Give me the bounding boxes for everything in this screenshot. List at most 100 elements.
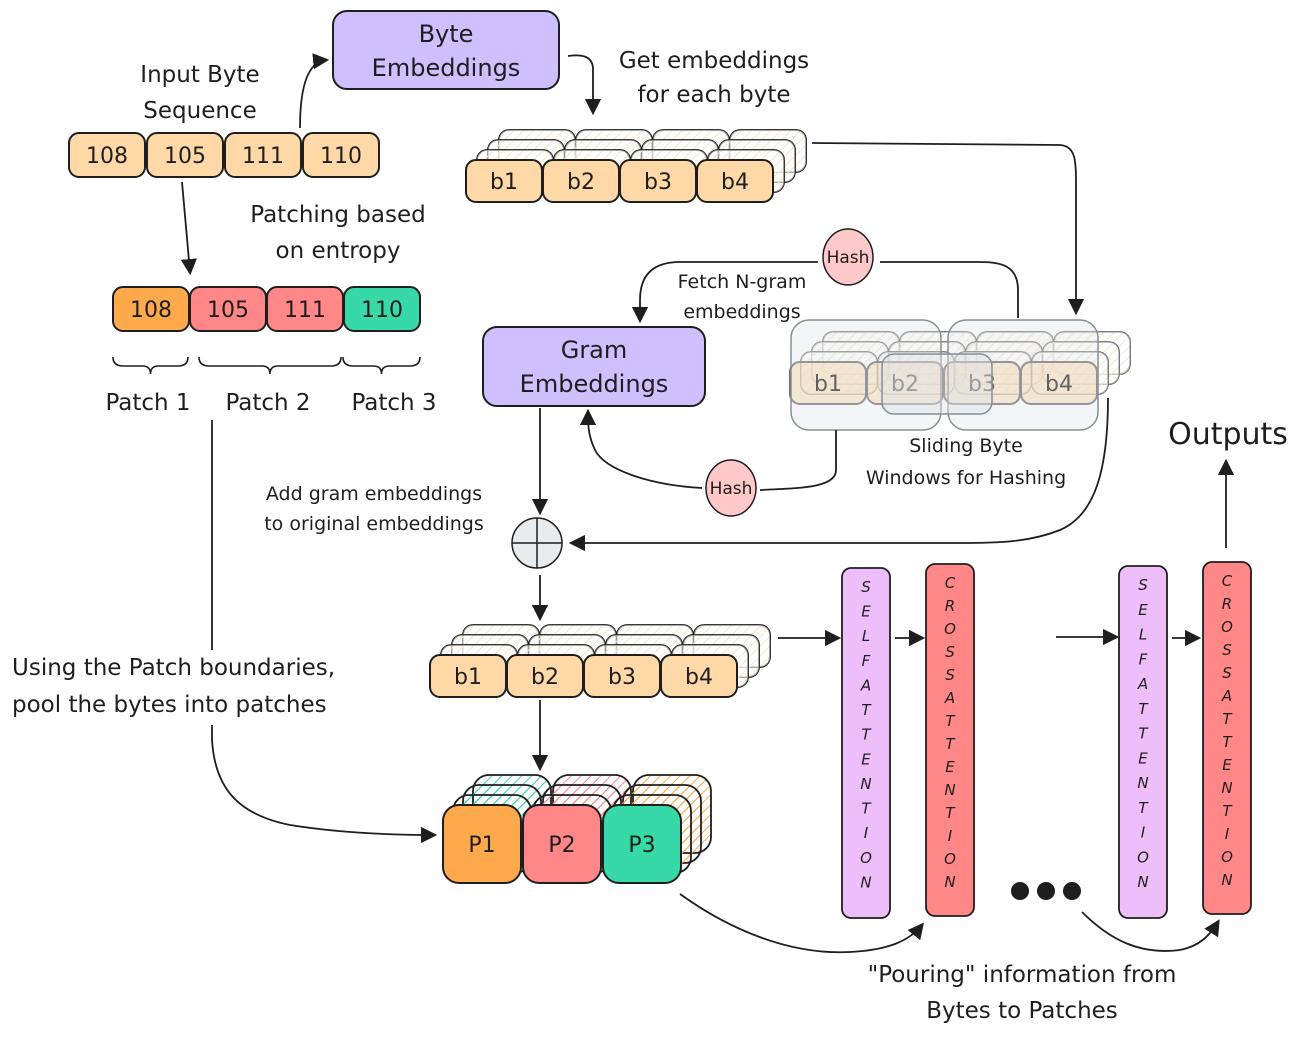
byte-embedding-label: b3 xyxy=(644,170,672,195)
attention-letter: N xyxy=(944,873,955,891)
byte-embedding: b2 xyxy=(866,361,944,405)
byte-embedding: b1 xyxy=(789,361,867,405)
attention-letter: O xyxy=(944,850,956,868)
attention-letter: N xyxy=(1221,779,1232,797)
attention-letter: T xyxy=(1222,802,1233,820)
byte-embedding: b2 xyxy=(542,159,620,203)
outputs-label: Outputs xyxy=(1168,417,1288,452)
svg-text:pool the bytes into patches: pool the bytes into patches xyxy=(12,692,327,718)
svg-text:Hash: Hash xyxy=(827,248,870,268)
attention-letter: N xyxy=(944,781,955,799)
byte-embedding: b3 xyxy=(619,159,697,203)
patch-label: P3 xyxy=(628,833,655,858)
byte-embedding: b1 xyxy=(429,654,507,698)
attention-letter: N xyxy=(860,873,871,891)
byte-embedding-label: b4 xyxy=(721,170,749,195)
patch-label: Patch 3 xyxy=(351,390,436,416)
attention-letter: T xyxy=(945,804,956,822)
byte-embedding: b4 xyxy=(660,654,738,698)
byte-embedding: b2 xyxy=(506,654,584,698)
patch-brace xyxy=(342,356,421,375)
arrow-hash-to-gram-bottom xyxy=(579,408,703,489)
input-byte-label: 110 xyxy=(320,144,362,169)
patch-brace xyxy=(198,356,342,375)
arrow-hash-to-gram xyxy=(631,261,818,324)
svg-text:Sequence: Sequence xyxy=(143,98,256,124)
patch-brace xyxy=(112,356,189,375)
attention-letter: C xyxy=(945,574,956,592)
svg-text:Fetch N-gram: Fetch N-gram xyxy=(678,271,807,293)
patched-byte: 111 xyxy=(266,286,344,332)
svg-text:Sliding Byte: Sliding Byte xyxy=(909,435,1023,457)
attention-letter: I xyxy=(1141,824,1146,842)
attention-letter: A xyxy=(1137,675,1148,693)
attention-letter: N xyxy=(1221,871,1232,889)
input-byte: 108 xyxy=(68,132,146,178)
line-window-to-hash-top xyxy=(880,261,1019,318)
byte-embeddings-box: Byte Embeddings xyxy=(332,10,560,90)
patch: P2 xyxy=(522,804,602,884)
attention-letter: S xyxy=(945,666,955,684)
svg-text:Embeddings: Embeddings xyxy=(520,370,669,398)
svg-text:Gram: Gram xyxy=(561,336,628,364)
byte-embedding-label: b2 xyxy=(531,665,559,690)
patch-label: P2 xyxy=(548,833,575,858)
input-byte-label: 111 xyxy=(242,144,284,169)
svg-text:Input Byte: Input Byte xyxy=(140,62,259,88)
input-byte-label: 108 xyxy=(86,144,128,169)
patched-byte: 110 xyxy=(343,286,421,332)
arrow-original-to-plus xyxy=(568,397,1109,552)
ellipsis-icon xyxy=(1011,882,1081,900)
byte-embedding-label: b4 xyxy=(685,665,713,690)
input-sequence-label: Input Byte Sequence xyxy=(140,62,259,124)
input-byte: 110 xyxy=(302,132,380,178)
arrow-patch-boundaries-to-patches xyxy=(211,420,438,844)
sliding-window-overlays xyxy=(790,319,1099,431)
attention-letter: O xyxy=(1221,618,1233,636)
arrow-patches-to-cross-attention-1 xyxy=(679,893,925,954)
svg-text:Using the Patch boundaries,: Using the Patch boundaries, xyxy=(12,655,335,681)
svg-text:Windows for Hashing: Windows for Hashing xyxy=(866,467,1066,489)
attention-letter: N xyxy=(1137,774,1148,792)
svg-text:Add gram embeddings: Add gram embeddings xyxy=(266,483,482,505)
patched-byte: 108 xyxy=(112,286,190,332)
pool-label: Using the Patch boundaries, pool the byt… xyxy=(12,655,335,718)
attention-letter: T xyxy=(1138,700,1149,718)
svg-text:"Pouring" information from: "Pouring" information from xyxy=(868,962,1177,988)
add-gram-label: Add gram embeddings to original embeddin… xyxy=(264,483,484,535)
attention-letter: T xyxy=(861,701,872,719)
patching-label: Patching based on entropy xyxy=(250,202,425,264)
arrow-to-cross-attention-2 xyxy=(1081,911,1220,952)
svg-text:Hash: Hash xyxy=(710,479,753,499)
window-1 xyxy=(790,319,942,431)
patched-byte: 105 xyxy=(189,286,267,332)
attention-letter: T xyxy=(945,735,956,753)
byte-embedding-stack-top: b1 b2 b3 b4 xyxy=(465,129,807,203)
attention-letter: A xyxy=(860,676,871,694)
attention-letter: I xyxy=(948,827,953,845)
attention-letter: S xyxy=(1222,641,1232,659)
patch: P1 xyxy=(442,804,522,884)
attention-letter: E xyxy=(1138,601,1148,619)
attention-letter: A xyxy=(944,689,955,707)
svg-text:Bytes to Patches: Bytes to Patches xyxy=(926,998,1118,1024)
attention-letter: S xyxy=(1138,576,1148,594)
patch-label: P1 xyxy=(468,833,495,858)
input-byte: 111 xyxy=(224,132,302,178)
svg-text:on entropy: on entropy xyxy=(276,238,401,264)
attention-letter: E xyxy=(1222,756,1232,774)
patched-byte-label: 108 xyxy=(130,298,172,323)
add-node xyxy=(511,517,563,569)
attention-letter: S xyxy=(945,643,955,661)
sliding-windows-label: Sliding Byte Windows for Hashing xyxy=(866,435,1066,489)
byte-embedding-label: b1 xyxy=(814,372,842,397)
byte-embedding-label: b1 xyxy=(490,170,518,195)
attention-letter: C xyxy=(1222,572,1233,590)
